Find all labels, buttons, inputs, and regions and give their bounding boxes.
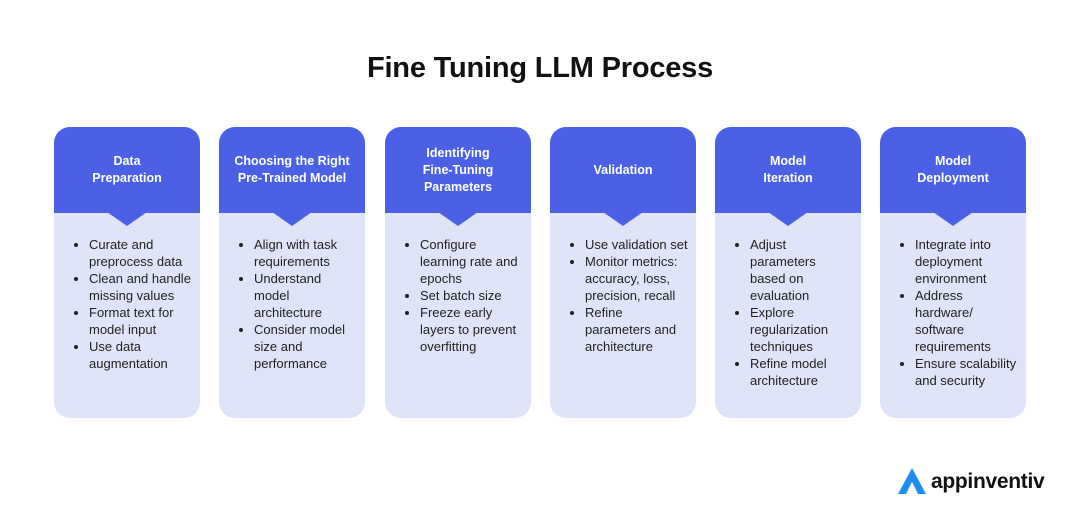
step-bullet: Align with task requirements xyxy=(254,236,357,270)
step-bullet: Use data augmentation xyxy=(89,338,192,372)
step-bullet-list: Integrate into deployment environmentAdd… xyxy=(880,236,1026,389)
step-card: DataPreparationCurate and preprocess dat… xyxy=(54,127,200,418)
brand-name: appinventiv xyxy=(931,470,1045,493)
step-pointer xyxy=(603,212,643,226)
step-bullet: Use validation set xyxy=(585,236,688,253)
step-bullet: Set batch size xyxy=(420,287,523,304)
step-bullet: Refine model architecture xyxy=(750,355,853,389)
brand-logo: appinventiv xyxy=(896,466,1045,498)
step-bullet: Configure learning rate and epochs xyxy=(420,236,523,287)
step-heading-line: Validation xyxy=(593,162,653,177)
step-bullet: Curate and preprocess data xyxy=(89,236,192,270)
step-bullet: Integrate into deployment environment xyxy=(915,236,1018,287)
page-title: Fine Tuning LLM Process xyxy=(366,52,714,84)
step-heading: Validation xyxy=(587,162,658,179)
step-bullet: Consider model size and performance xyxy=(254,321,357,372)
step-bullet-list: Use validation setMonitor metrics: accur… xyxy=(550,236,696,355)
step-pointer xyxy=(768,212,808,226)
step-pointer xyxy=(933,212,973,226)
step-header: Validation xyxy=(550,127,696,213)
step-pointer xyxy=(438,212,478,226)
step-heading-line: Data xyxy=(113,154,141,168)
step-bullet: Understand model architecture xyxy=(254,270,357,321)
step-bullet: Clean and handle missing values xyxy=(89,270,192,304)
step-bullet-list: Curate and preprocess dataClean and hand… xyxy=(54,236,200,372)
step-bullet: Adjust parameters based on evaluation xyxy=(750,236,853,304)
step-bullet: Ensure scalability and security xyxy=(915,355,1018,389)
step-heading-line: Fine-Tuning xyxy=(422,162,494,177)
step-card: ModelIterationAdjust parameters based on… xyxy=(715,127,861,418)
step-bullet: Format text for model input xyxy=(89,304,192,338)
step-heading-line: Preparation xyxy=(92,171,162,185)
step-heading-line: Identifying xyxy=(426,145,490,160)
step-heading-line: Pre-Trained Model xyxy=(237,171,347,185)
step-card: ValidationUse validation setMonitor metr… xyxy=(550,127,696,418)
step-bullet: Freeze early layers to prevent overfitti… xyxy=(420,304,523,355)
step-card: IdentifyingFine-TuningParametersConfigur… xyxy=(385,127,531,418)
step-bullet: Explore regularization techniques xyxy=(750,304,853,355)
step-pointer xyxy=(107,212,147,226)
step-heading-line: Deployment xyxy=(917,171,989,185)
step-heading-line: Model xyxy=(769,154,807,168)
step-card: ModelDeploymentIntegrate into deployment… xyxy=(880,127,1026,418)
step-bullet: Monitor metrics: accuracy, loss, precisi… xyxy=(585,253,688,304)
step-bullet: Refine parameters and architecture xyxy=(585,304,688,355)
step-heading-line: Parameters xyxy=(423,179,493,194)
step-bullet: Address hardware/ software requirements xyxy=(915,287,1018,355)
step-heading-line: Iteration xyxy=(763,171,813,185)
step-heading-line: Choosing the Right xyxy=(234,154,350,168)
step-pointer xyxy=(272,212,312,226)
step-bullet-list: Align with task requirementsUnderstand m… xyxy=(219,236,365,372)
step-bullet-list: Adjust parameters based on evaluationExp… xyxy=(715,236,861,389)
step-bullet-list: Configure learning rate and epochsSet ba… xyxy=(385,236,531,355)
appinventiv-logo-icon xyxy=(898,468,926,494)
step-heading-line: Model xyxy=(934,154,972,168)
